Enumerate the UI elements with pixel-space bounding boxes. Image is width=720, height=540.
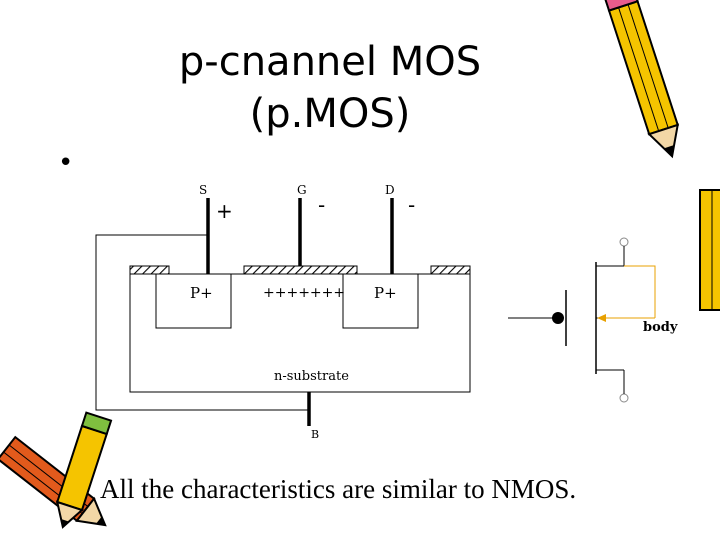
gate-polarity: - bbox=[318, 193, 325, 217]
body-terminal-label: B bbox=[311, 428, 319, 441]
body-arrow-wire bbox=[624, 265, 656, 318]
substrate-label: n-substrate bbox=[274, 369, 349, 384]
pmos-symbol: body bbox=[508, 237, 678, 403]
slide-caption: All the characteristics are similar to N… bbox=[100, 474, 577, 504]
drain-terminal-circle bbox=[619, 237, 629, 247]
pencil-icon-bottom-left-2 bbox=[55, 411, 113, 529]
source-diffusion bbox=[155, 273, 232, 329]
body-source-wire bbox=[95, 234, 309, 411]
gate-bubble bbox=[552, 312, 564, 324]
body-arrow-head bbox=[597, 314, 606, 322]
source-region-label: P+ bbox=[190, 284, 213, 302]
pencil-icon-right-edge bbox=[699, 189, 720, 311]
drain-region-label: P+ bbox=[374, 284, 397, 302]
body-label: body bbox=[643, 320, 678, 335]
title-line-2: (p.MOS) bbox=[249, 91, 411, 137]
pencil-icon-top-right bbox=[602, 0, 679, 159]
gate-label: G bbox=[297, 183, 307, 197]
channel-charge: +++++++ bbox=[263, 285, 345, 301]
slide-title: p-cnannel MOS (p.MOS) bbox=[120, 36, 540, 140]
drain-label: D bbox=[385, 183, 395, 197]
bullet-marker: • bbox=[58, 148, 74, 178]
source-label: S bbox=[199, 183, 207, 197]
source-terminal-circle bbox=[619, 393, 629, 403]
oxide-right bbox=[430, 265, 471, 275]
drain-polarity: - bbox=[408, 193, 415, 217]
drain-diffusion bbox=[342, 273, 419, 329]
oxide-left bbox=[129, 265, 170, 275]
gate-oxide bbox=[243, 265, 358, 275]
source-polarity: + bbox=[216, 199, 233, 223]
title-line-1: p-cnannel MOS bbox=[178, 39, 482, 85]
